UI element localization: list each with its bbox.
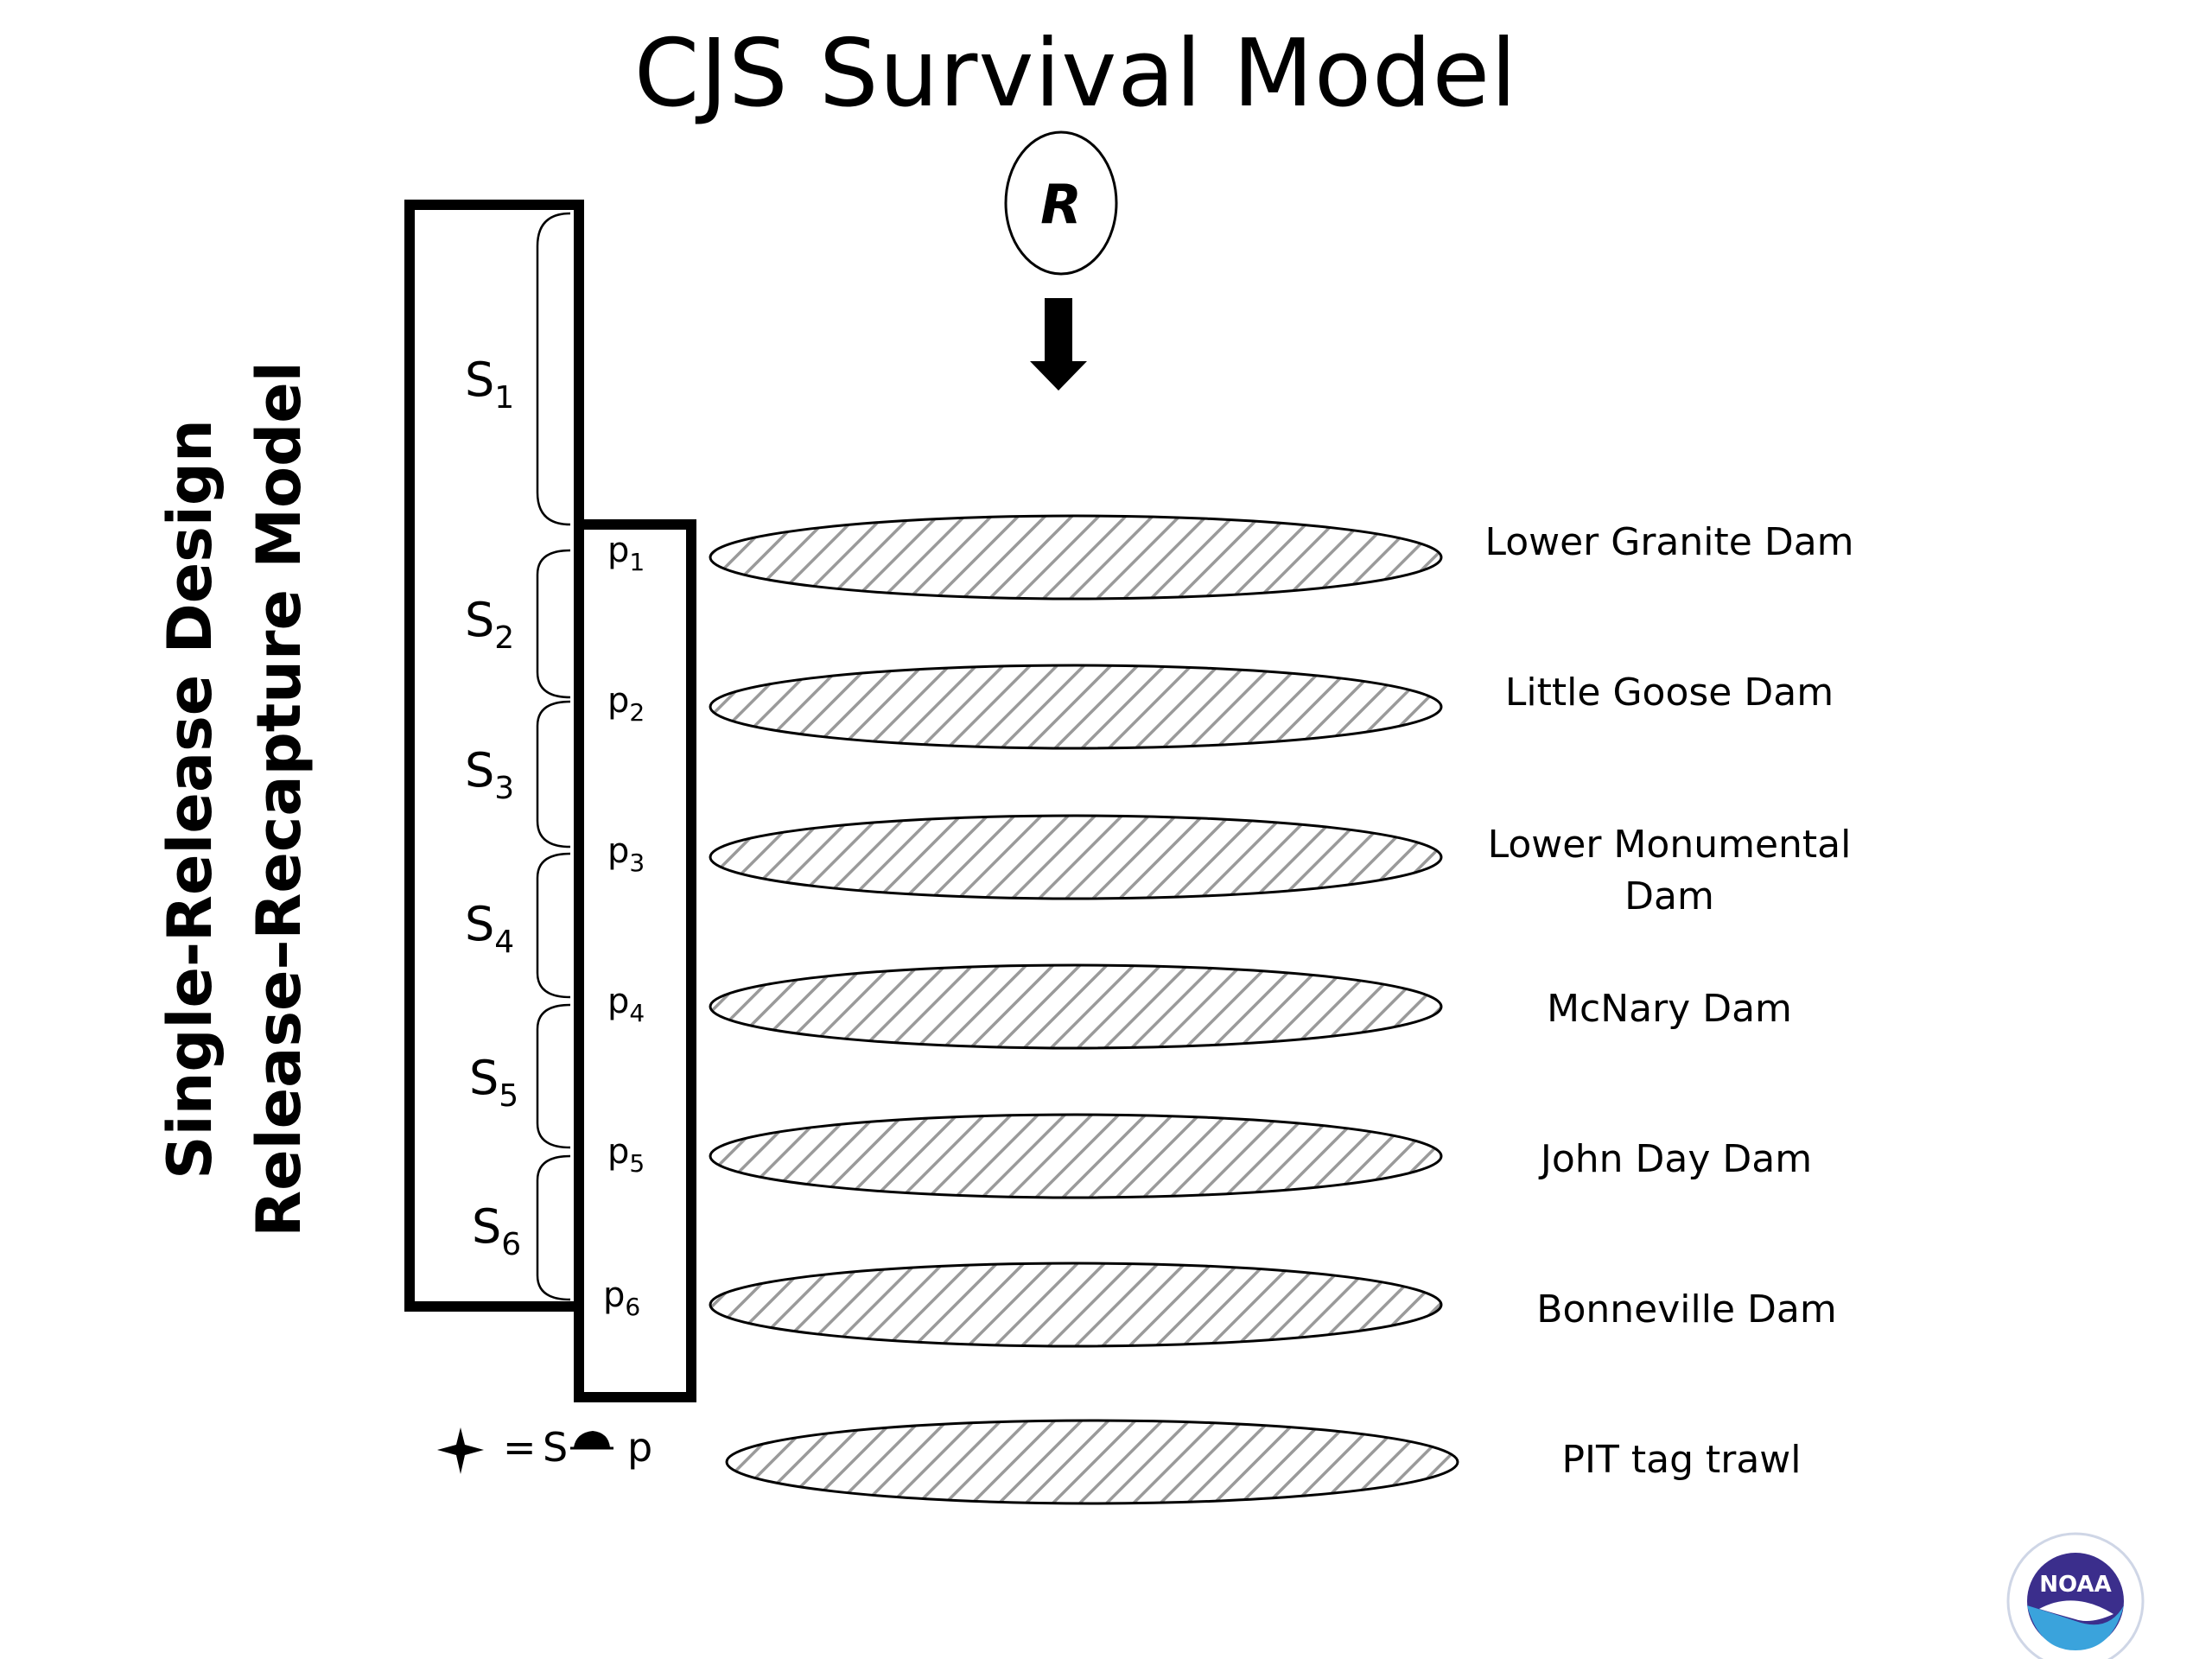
detection-param-3: p3 bbox=[607, 831, 645, 877]
brace-s1 bbox=[536, 212, 571, 526]
detection-param-5: p5 bbox=[607, 1132, 645, 1178]
brace-s2 bbox=[536, 549, 571, 699]
site-label-lower-monumental: Lower Monumental Dam bbox=[1487, 823, 1852, 918]
legend-s: S bbox=[543, 1424, 569, 1471]
site-ellipse-1 bbox=[709, 514, 1443, 601]
legend-equals: = bbox=[503, 1424, 537, 1471]
detection-param-6: p6 bbox=[603, 1275, 641, 1321]
detection-param-1: p1 bbox=[607, 531, 645, 576]
site-label-little-goose: Little Goose Dam bbox=[1504, 671, 1834, 715]
site-ellipse-3 bbox=[709, 814, 1443, 900]
site-ellipse-2 bbox=[709, 664, 1443, 750]
survival-param-6: S6 bbox=[472, 1199, 522, 1263]
brace-s6 bbox=[536, 1154, 571, 1301]
side-titles: Single-Release Design Release–Recapture … bbox=[143, 361, 324, 1236]
noaa-logo: NOAA bbox=[2006, 1532, 2145, 1659]
survival-param-1: S1 bbox=[465, 353, 515, 416]
survival-braces bbox=[536, 212, 571, 1301]
site-ellipse-6 bbox=[709, 1262, 1443, 1348]
site-label-lower-granite: Lower Granite Dam bbox=[1484, 520, 1854, 564]
detection-box bbox=[574, 519, 696, 1402]
detection-param-2: p2 bbox=[607, 681, 645, 727]
site-label-pit-trawl: PIT tag trawl bbox=[1561, 1438, 1802, 1482]
release-symbol: R bbox=[1040, 173, 1082, 236]
survival-param-5: S5 bbox=[469, 1051, 519, 1115]
brace-s4 bbox=[536, 852, 571, 999]
site-ellipse-5 bbox=[709, 1113, 1443, 1199]
site-ellipse-7 bbox=[725, 1419, 1459, 1505]
survival-param-3: S3 bbox=[465, 743, 515, 807]
brace-s5 bbox=[536, 1003, 571, 1149]
side-title-model: Release–Recapture Model bbox=[244, 361, 315, 1237]
down-arrow-icon bbox=[1030, 298, 1087, 391]
site-label-mcnary: McNary Dam bbox=[1547, 987, 1792, 1031]
survival-param-4: S4 bbox=[465, 897, 515, 961]
detection-param-4: p4 bbox=[607, 982, 645, 1027]
brace-s3 bbox=[536, 700, 571, 849]
site-ellipse-4 bbox=[709, 963, 1443, 1050]
page-title: CJS Survival Model bbox=[633, 20, 1518, 128]
svg-text:NOAA: NOAA bbox=[2039, 1572, 2111, 1598]
release-node bbox=[1004, 130, 1118, 276]
side-title-design: Single-Release Design bbox=[155, 419, 226, 1179]
site-label-bonneville: Bonneville Dam bbox=[1536, 1287, 1837, 1332]
star-icon bbox=[437, 1427, 484, 1474]
site-label-john-day: John Day Dam bbox=[1540, 1137, 1813, 1181]
survival-param-2: S2 bbox=[465, 593, 515, 657]
legend-equation: = S p bbox=[432, 1413, 691, 1491]
site-ellipses bbox=[709, 514, 1459, 1505]
legend-p: p bbox=[627, 1424, 653, 1471]
hat-icon bbox=[574, 1431, 610, 1447]
